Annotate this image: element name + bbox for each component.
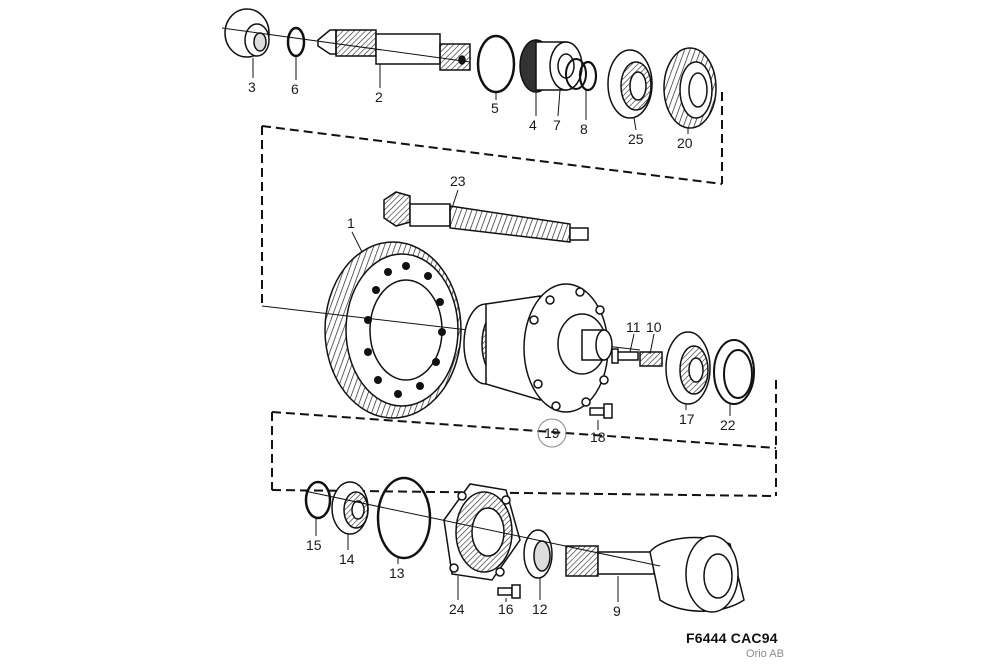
callout-3: 3	[248, 79, 256, 95]
part-10-spring	[639, 351, 663, 367]
callout-10: 10	[646, 319, 662, 335]
part-12-seal	[523, 529, 553, 579]
part-8-circlip	[578, 60, 598, 92]
callout-11: 11	[626, 319, 641, 335]
callout-19-circle	[537, 418, 567, 448]
part-14-bearing	[331, 481, 369, 535]
callout-17: 17	[679, 411, 695, 427]
callout-22: 22	[720, 417, 736, 433]
part-2-input-shaft	[317, 29, 471, 71]
callout-23: 23	[450, 173, 466, 189]
leader-lines	[252, 56, 731, 602]
callout-9: 9	[613, 603, 621, 619]
part-18-bolt	[589, 403, 613, 419]
callout-16: 16	[498, 601, 514, 617]
callout-18: 18	[590, 429, 606, 445]
part-3-seal	[224, 8, 270, 58]
callout-12: 12	[532, 601, 548, 617]
part-25-bearing	[607, 49, 653, 119]
callout-13: 13	[389, 565, 405, 581]
callout-24: 24	[449, 601, 465, 617]
part-7-washer	[565, 58, 587, 90]
part-24-bearing-cover	[443, 483, 521, 581]
callout-1: 1	[347, 215, 355, 231]
part-23-pinion-shaft	[383, 191, 589, 243]
callout-5: 5	[491, 100, 499, 116]
callout-14: 14	[339, 551, 355, 567]
callout-8: 8	[580, 121, 588, 137]
callout-4: 4	[529, 117, 537, 133]
assembly-frame-upper	[261, 92, 723, 306]
copyright-credit: Orio AB	[746, 648, 784, 660]
callout-2: 2	[375, 89, 383, 105]
part-6-o-ring	[286, 26, 306, 58]
callout-15: 15	[306, 537, 322, 553]
part-16-bolt	[497, 584, 521, 599]
part-11-pin	[611, 348, 639, 364]
drawing-reference: F6444 CAC94	[686, 630, 778, 646]
part-13-o-ring	[376, 476, 432, 560]
callout-19: 19	[544, 425, 560, 441]
part-17-bearing	[665, 331, 711, 405]
part-20-gear	[663, 47, 717, 129]
callout-6: 6	[291, 81, 299, 97]
callout-20: 20	[677, 135, 693, 151]
part-4-bearing	[519, 39, 583, 93]
callout-25: 25	[628, 131, 644, 147]
callout-labels: 3 6 2 5 4 7 8 25 20 23 1 11 10 17 22 19 …	[248, 79, 736, 619]
part-9-drive-shaft	[565, 535, 745, 613]
callout-7: 7	[553, 117, 561, 133]
part-1-crown-wheel	[324, 241, 462, 419]
part-15-circlip	[304, 480, 332, 520]
differential-housing	[463, 283, 613, 413]
part-22-race	[713, 339, 755, 405]
part-5-circlip	[476, 34, 516, 94]
